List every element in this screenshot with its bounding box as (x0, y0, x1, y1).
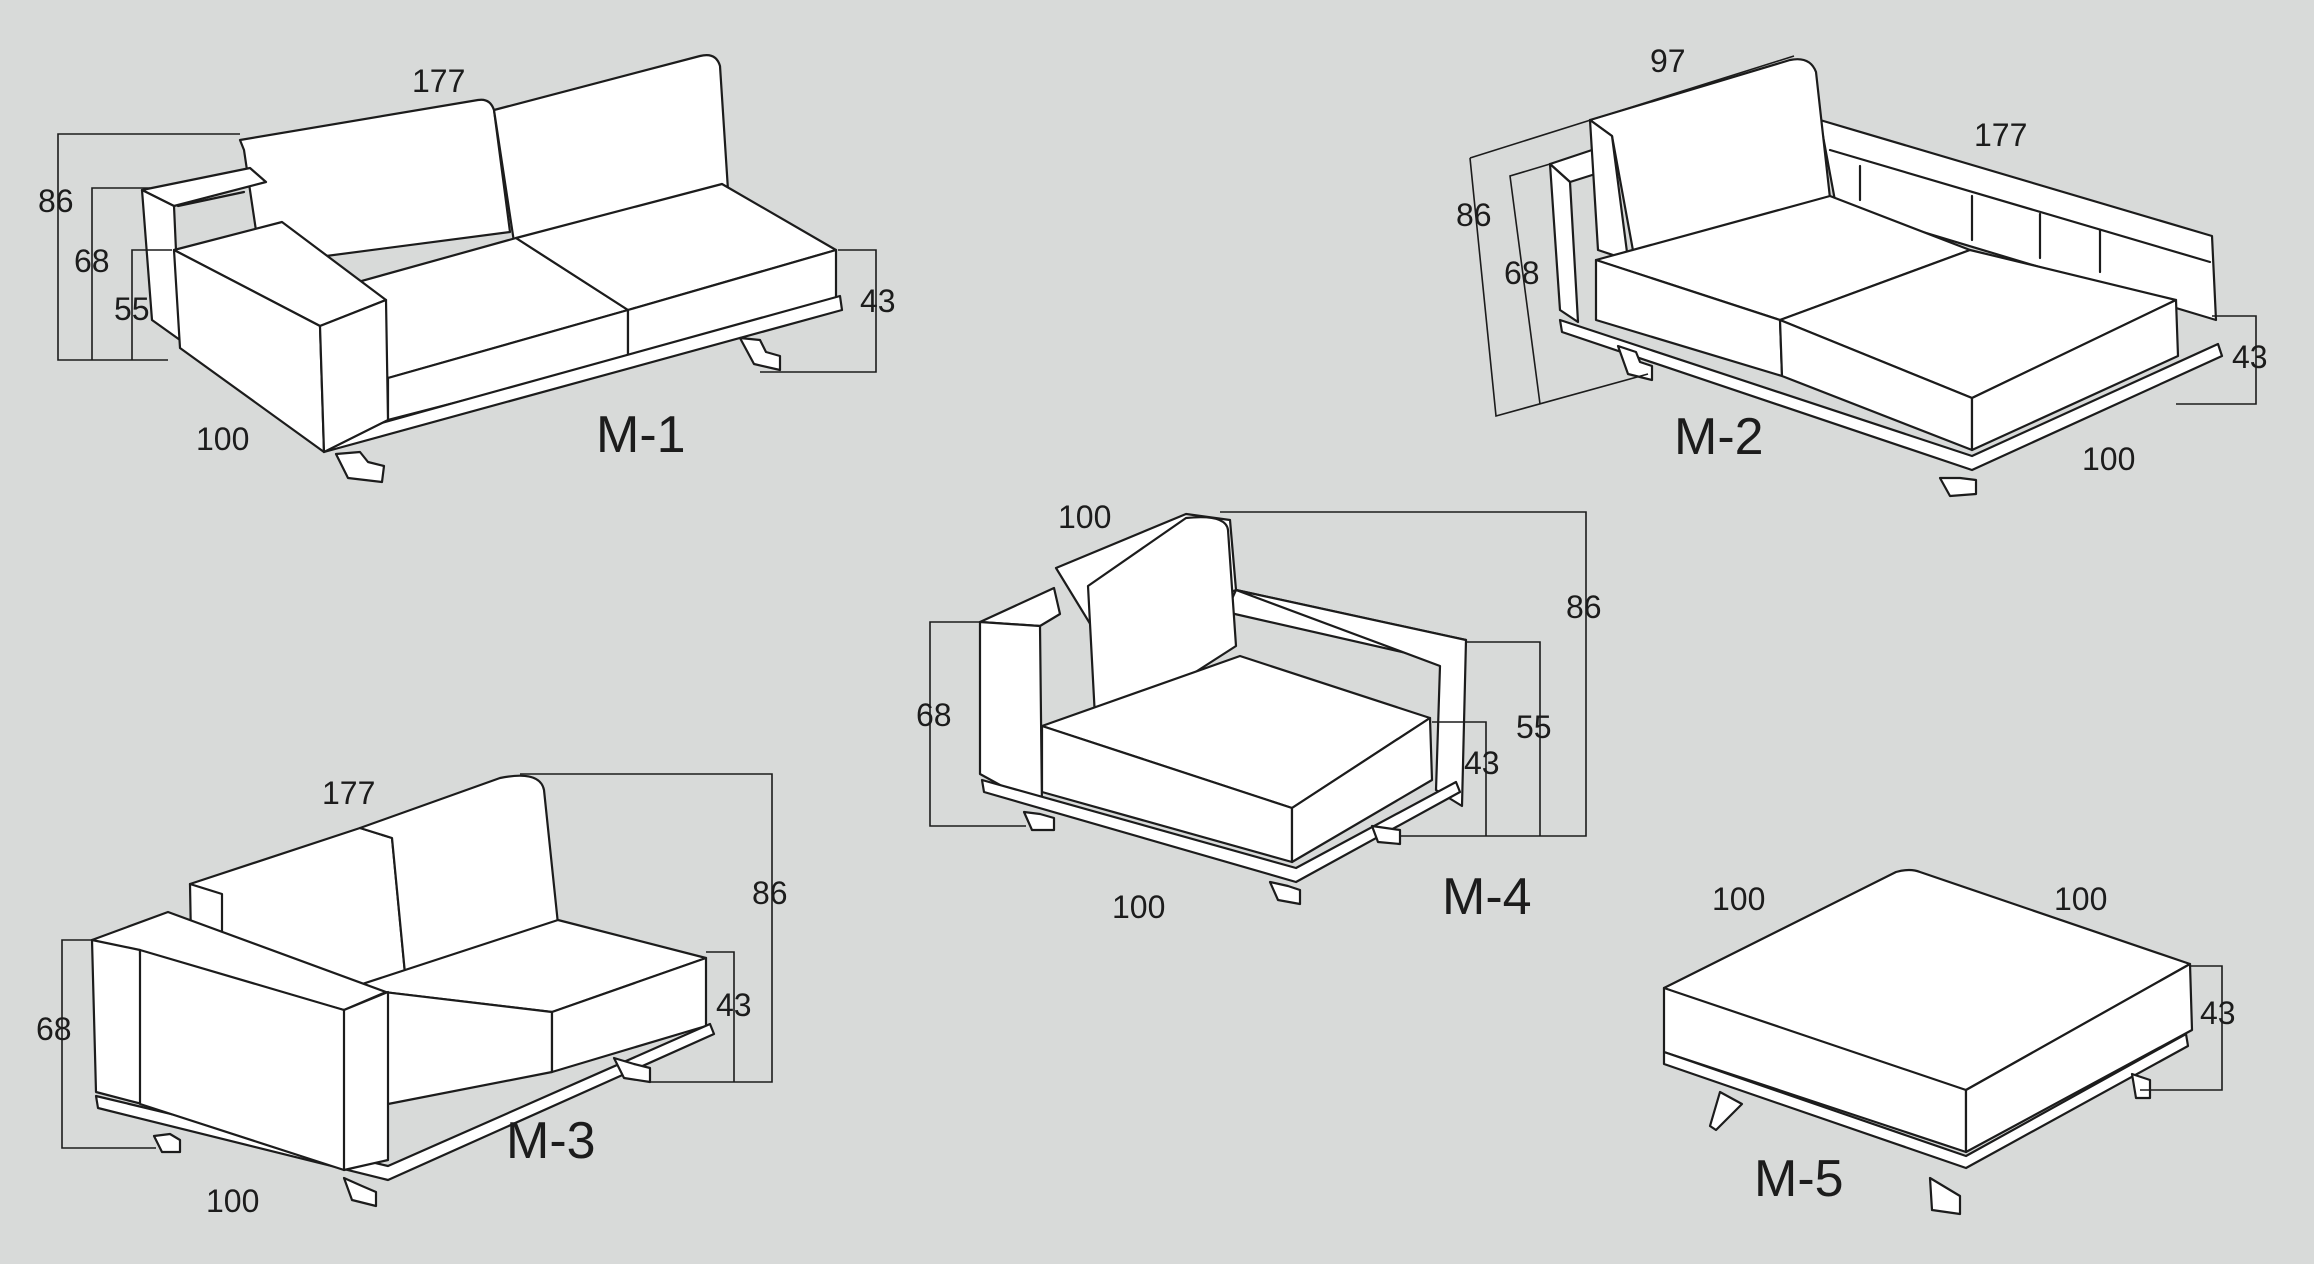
m5-module-label: M-5 (1754, 1150, 1844, 1208)
m3-seat-height-dimension: 43 (716, 987, 752, 1023)
m4-depth-dimension: 100 (1112, 889, 1165, 925)
m4-module-label: M-4 (1442, 868, 1532, 926)
m3-width-dimension: 177 (322, 775, 375, 811)
module-m3: 177 86 43 68 100 M-3 (36, 773, 788, 1219)
m3-sofa-drawing (90, 774, 716, 1208)
m4-dimension-lines (929, 511, 1587, 837)
m1-depth-dimension: 100 (196, 421, 249, 457)
m2-back-depth-dimension: 97 (1650, 43, 1686, 79)
m3-module-label: M-3 (506, 1112, 596, 1170)
m2-module-label: M-2 (1674, 408, 1764, 466)
m5-ottoman-drawing (1662, 868, 2194, 1216)
m1-height-dimension: 86 (38, 183, 74, 219)
m4-arm-height-dimension: 68 (916, 697, 952, 733)
m5-dimension-lines (2140, 965, 2223, 1091)
m3-depth-dimension: 100 (206, 1183, 259, 1219)
m1-seat-height-dimension: 43 (860, 283, 896, 319)
m2-dimension-lines (1469, 55, 2257, 418)
m2-width-dimension: 177 (1974, 117, 2027, 153)
m2-arm-height-dimension: 68 (1504, 255, 1540, 291)
m4-chair-drawing (978, 512, 1468, 906)
m3-height-dimension: 86 (752, 875, 788, 911)
module-m4: 100 86 55 43 68 100 M-4 (916, 499, 1602, 926)
m5-seat-height-dimension: 43 (2200, 995, 2236, 1031)
m1-sofa-drawing (140, 54, 844, 484)
module-m2: 97 177 86 68 43 100 M-2 (1456, 43, 2268, 498)
m5-depth-dimension: 100 (2054, 881, 2107, 917)
m1-arm-inner-dimension: 55 (114, 291, 150, 327)
m4-arm-inner-dimension: 55 (1516, 709, 1552, 745)
m1-width-dimension: 177 (412, 63, 465, 99)
m3-arm-height-dimension: 68 (36, 1011, 72, 1047)
m4-seat-height-dimension: 43 (1464, 745, 1500, 781)
m2-sofa-drawing (1548, 58, 2224, 498)
m3-dimension-lines (61, 773, 773, 1149)
m1-dimension-lines (57, 133, 877, 373)
m2-depth-dimension: 100 (2082, 441, 2135, 477)
m1-arm-height-dimension: 68 (74, 243, 110, 279)
module-m5: 100 100 43 M-5 (1662, 868, 2236, 1216)
m2-seat-height-dimension: 43 (2232, 339, 2268, 375)
module-m1: 177 86 68 55 43 100 M-1 (38, 54, 896, 484)
m1-module-label: M-1 (596, 406, 686, 464)
m4-width-dimension: 100 (1058, 499, 1111, 535)
m5-width-dimension: 100 (1712, 881, 1765, 917)
m4-height-dimension: 86 (1566, 589, 1602, 625)
m2-height-dimension: 86 (1456, 197, 1492, 233)
